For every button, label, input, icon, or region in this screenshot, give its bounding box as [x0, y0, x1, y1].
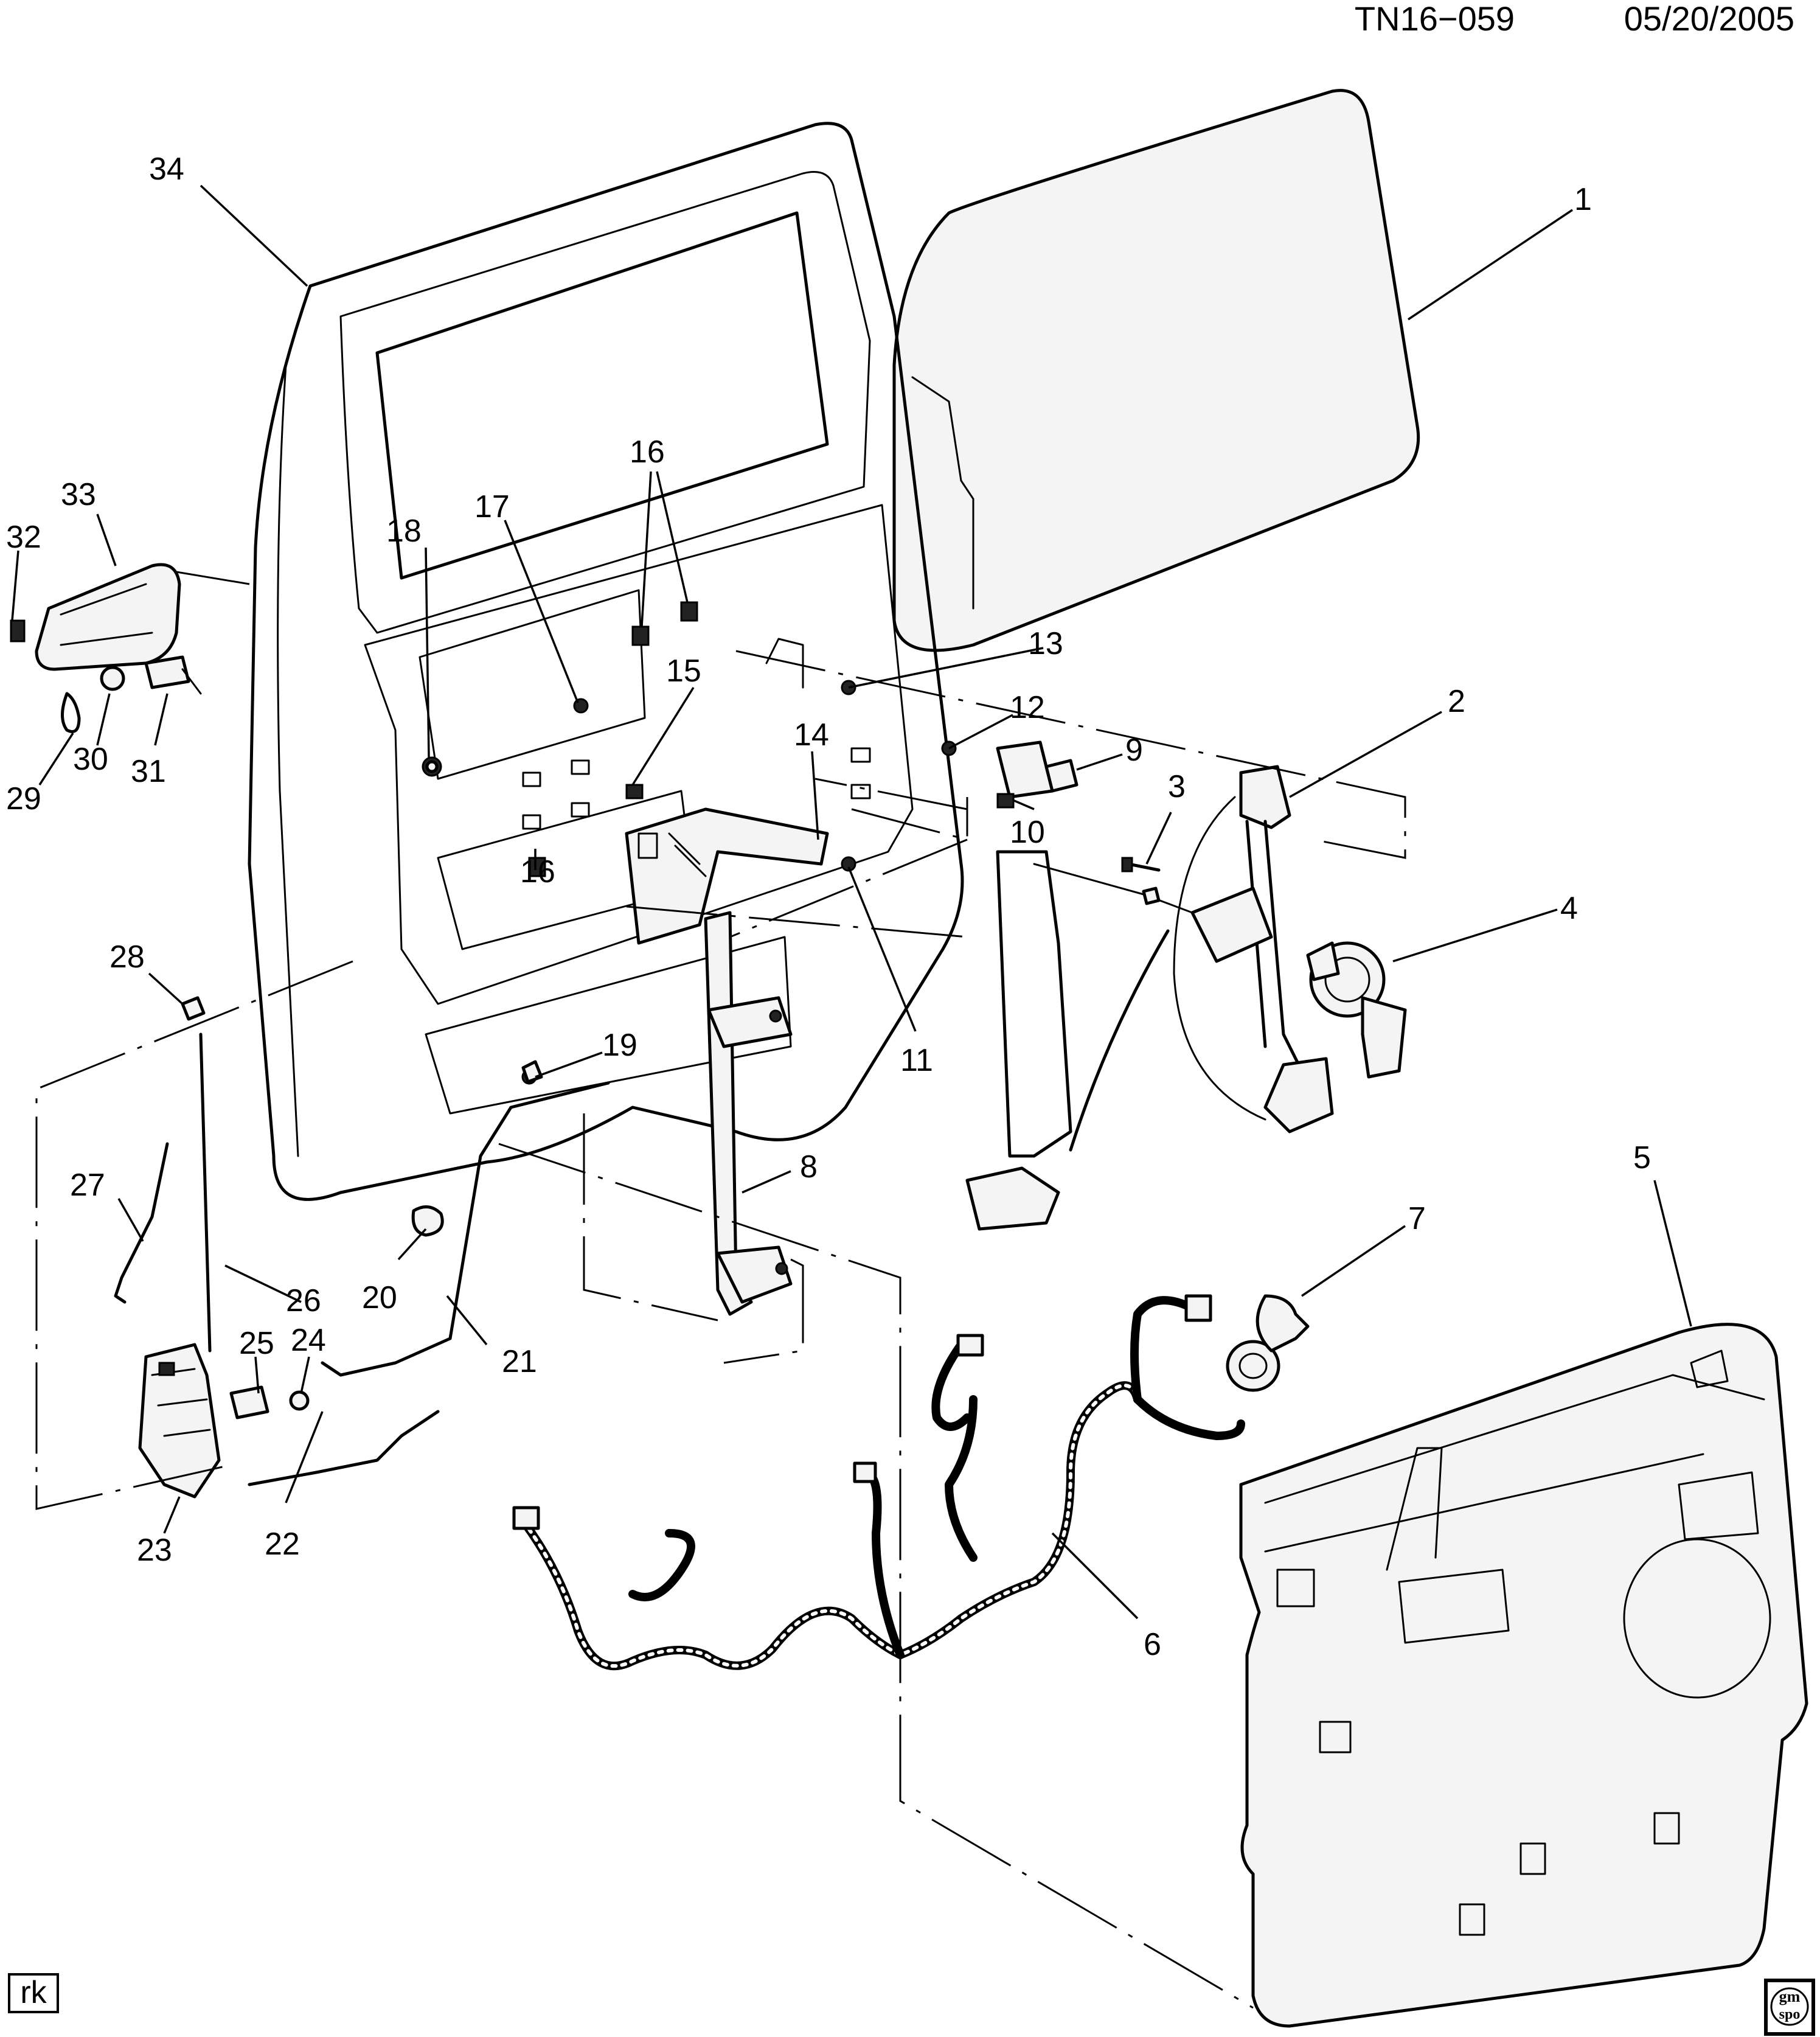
callout-6: 6 [1144, 1627, 1161, 1662]
callout-16a: 16 [630, 434, 665, 470]
assembly-lines [35, 571, 1406, 2009]
initials-box: rk [8, 1973, 59, 2013]
door-lock-actuator [138, 1343, 221, 1499]
callout-11: 11 [900, 1043, 933, 1078]
callout-28: 28 [109, 939, 145, 975]
callout-27: 27 [70, 1168, 105, 1203]
callout-8: 8 [800, 1149, 818, 1185]
callout-21: 21 [502, 1344, 537, 1379]
callout-2: 2 [1448, 684, 1465, 719]
callout-22: 22 [265, 1527, 300, 1562]
leader-lines [11, 184, 1692, 1620]
callout-19: 19 [602, 1028, 637, 1063]
callout-5: 5 [1633, 1140, 1651, 1175]
small-clips [181, 996, 543, 1419]
callout-18: 18 [386, 514, 422, 549]
callout-32: 32 [6, 520, 41, 555]
callout-16b: 16 [520, 854, 555, 890]
callout-26: 26 [286, 1283, 321, 1318]
door-shell [248, 122, 964, 1201]
callout-24: 24 [291, 1323, 326, 1358]
bolt [1121, 857, 1161, 872]
window-regulator [965, 765, 1334, 1231]
wire-grommet [1226, 1294, 1310, 1392]
regulator-bracket [996, 740, 1078, 809]
callout-20: 20 [362, 1280, 397, 1315]
door-wiring-harness [512, 1294, 1245, 1671]
gm-spo-logo: gm spo [1764, 1979, 1815, 2036]
callout-17: 17 [474, 489, 510, 524]
inside-handle-bezel [625, 807, 829, 945]
callout-1: 1 [1574, 182, 1592, 217]
callout-23: 23 [137, 1533, 172, 1568]
door-glass [892, 89, 1420, 652]
callout-14: 14 [794, 717, 829, 753]
rear-glass-run-channel [704, 911, 793, 1316]
callout-7: 7 [1408, 1201, 1426, 1236]
door-trim-panel [1239, 1323, 1808, 2028]
callout-25: 25 [239, 1326, 274, 1361]
logo-text-gm: gm [1779, 1988, 1801, 2005]
callout-4: 4 [1560, 891, 1578, 926]
outside-handle [10, 563, 202, 733]
callout-3: 3 [1168, 769, 1186, 804]
callout-29: 29 [6, 781, 41, 817]
callout-13: 13 [1028, 626, 1063, 661]
callout-34: 34 [149, 151, 184, 187]
callout-9: 9 [1125, 733, 1143, 768]
lock-rods [114, 1032, 610, 1486]
callout-10: 10 [1010, 815, 1045, 850]
initials-text: rk [20, 1975, 47, 2010]
callout-12: 12 [1010, 690, 1045, 725]
diagram-date: 05/20/2005 [1624, 0, 1794, 38]
callout-31: 31 [131, 754, 166, 789]
callout-30: 30 [73, 742, 108, 777]
window-motor [1306, 941, 1407, 1079]
logo-text-spo: spo [1779, 2007, 1801, 2022]
callout-15: 15 [666, 653, 701, 689]
diagram-code: TN16−059 [1355, 0, 1515, 38]
callout-33: 33 [61, 477, 96, 512]
callout-labels: 1 2 3 4 5 6 7 8 9 10 11 12 13 14 15 16 1… [6, 151, 1651, 1662]
